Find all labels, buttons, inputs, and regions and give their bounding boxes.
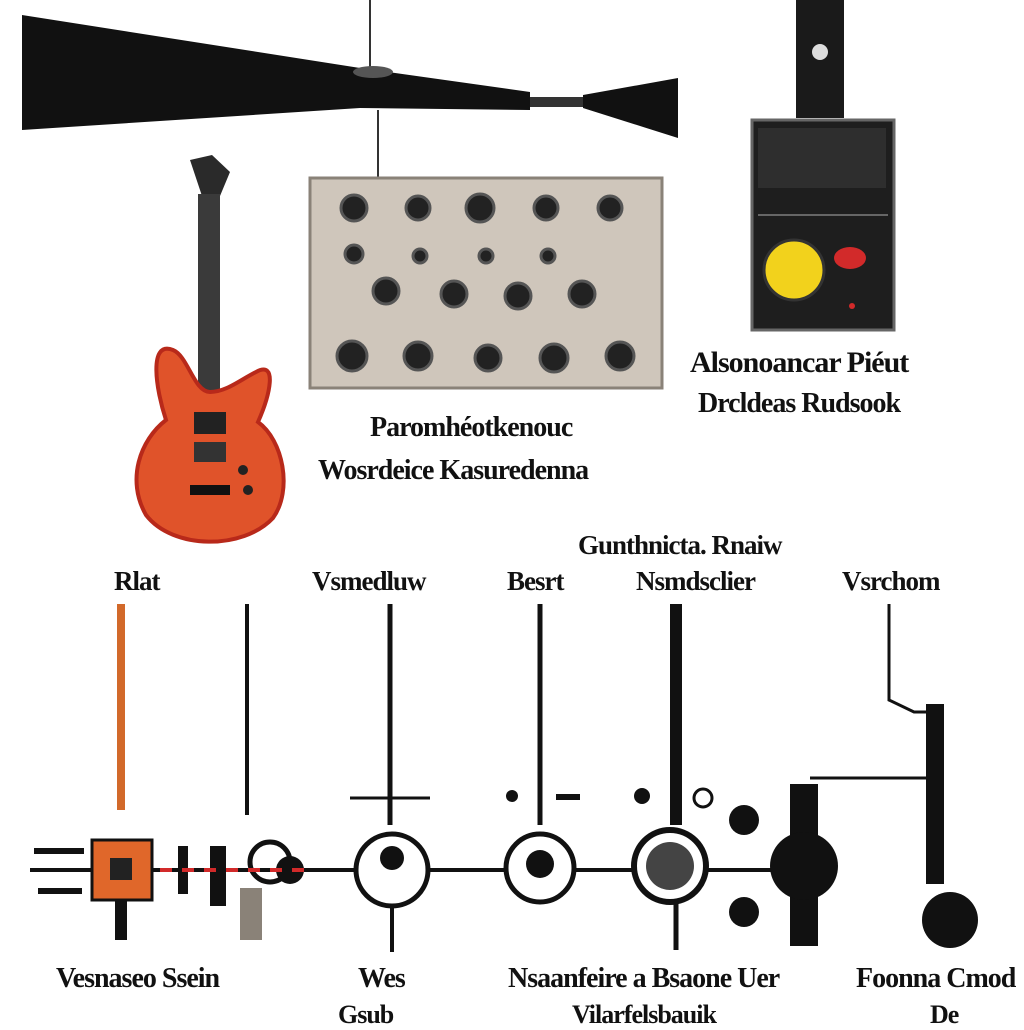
output-hub (770, 832, 838, 900)
knob-panel-icon (308, 176, 664, 390)
marker-dot (506, 790, 518, 802)
marker-ring (692, 787, 714, 809)
guitar-tailpiece (190, 485, 230, 495)
panel-knob (503, 281, 533, 311)
marker-dot (634, 788, 650, 804)
bottom-label-3a: Nsaanfeire a Bsaone Uer (508, 963, 780, 994)
panel-knob (596, 194, 624, 222)
column-label-3: Besrt (507, 566, 564, 596)
panel-knob (477, 247, 495, 265)
panel-knob (473, 343, 503, 373)
panel-knob (567, 279, 597, 309)
horn-speaker-icon (22, 0, 678, 180)
amplifier-icon (750, 0, 896, 332)
column-label-2: Vsmedluw (312, 566, 427, 596)
panel-knob (335, 339, 369, 373)
bottom-label-2b: Gsub (338, 1000, 394, 1029)
panel-knob (411, 247, 429, 265)
input-jack-core (110, 858, 132, 880)
horn-right-bell (583, 78, 678, 138)
amp-mast-bolt (812, 44, 828, 60)
pedal-base (240, 888, 262, 940)
column-label-1: Rlat (114, 566, 160, 596)
panel-knob (604, 340, 636, 372)
panel-knob (538, 342, 570, 374)
horn-neck (530, 97, 585, 107)
feed-post (926, 704, 944, 884)
input-jack-stem (115, 900, 127, 940)
panel-knob (339, 193, 369, 223)
marker-dash (556, 794, 580, 800)
guitar-pickup-neck (194, 412, 226, 434)
input-lead (34, 848, 84, 854)
amp-red-indicator (834, 247, 866, 269)
panel-knob (532, 194, 560, 222)
ring-node-center (380, 846, 404, 870)
signal-chain-schematic (30, 604, 978, 952)
ring-node-center (646, 842, 694, 890)
input-lead (38, 888, 82, 894)
horn-left-bell (22, 15, 530, 130)
rail-header-label: Gunthnicta. Rnaiw (578, 530, 783, 560)
panel-knob (404, 194, 432, 222)
panel-knob (464, 192, 496, 224)
pedal-knob (276, 856, 304, 884)
guitar-headstock (190, 155, 230, 196)
guitar-knob (243, 485, 253, 495)
horn-clamp (353, 66, 393, 78)
bottom-label-1: Vesnaseo Ssein (56, 963, 220, 994)
amp-power-led (849, 303, 855, 309)
panel-caption-line2: Wosrdeice Kasuredenna (318, 455, 589, 486)
bottom-label-4a: Foonna Cmod (856, 963, 1016, 994)
pedal-rail (210, 846, 226, 906)
guitar-knob (238, 465, 248, 475)
bottom-label-4b: De (930, 1000, 959, 1029)
panel-knob (402, 340, 434, 372)
amp-grill (758, 128, 886, 188)
amp-caption-line1: Alsonoancar Piéut (690, 346, 909, 379)
electric-guitar-icon (134, 155, 286, 544)
guitar-neck (198, 194, 220, 414)
amp-yellow-knob (762, 238, 826, 302)
column-label-4: Nsmdsclier (636, 566, 756, 596)
panel-knob (343, 243, 365, 265)
speaker-dot (922, 892, 978, 948)
panel-knob (439, 279, 469, 309)
bottom-label-2a: Wes (358, 963, 406, 994)
amp-caption-line2: Drcldeas Rudsook (698, 388, 901, 419)
ring-node-center (526, 850, 554, 878)
guitar-pickup-bridge (194, 442, 226, 462)
panel-caption-line1: Paromhéotkenouc (370, 412, 573, 443)
output-dot (729, 805, 759, 835)
output-dot (729, 897, 759, 927)
bottom-label-3b: Vilarfelsbauik (572, 1000, 717, 1029)
panel-knob (371, 276, 401, 306)
panel-knob (539, 247, 557, 265)
column-label-5: Vsrchom (842, 566, 940, 596)
